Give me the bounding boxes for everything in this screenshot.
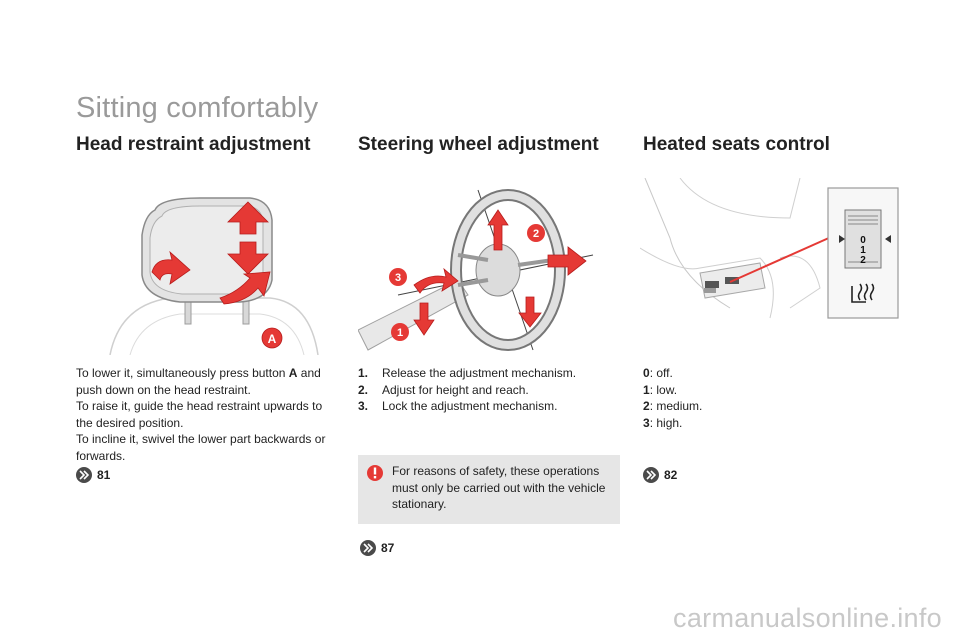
head-restraint-title: Head restraint adjustment xyxy=(76,134,311,155)
dial-label-1: 1 xyxy=(860,245,866,256)
warning-icon xyxy=(367,465,383,481)
level-item: 0: off. xyxy=(643,366,673,380)
book-ref-icon xyxy=(360,540,376,556)
callout-3: 3 xyxy=(395,272,401,284)
level-item: 1: low. xyxy=(643,382,678,397)
head-restraint-illustration: A xyxy=(109,197,319,355)
steering-wheel-illustration: 1 2 3 xyxy=(358,189,594,351)
step-item: 1.Release the adjustment mechanism. xyxy=(358,366,577,380)
callout-2: 2 xyxy=(533,228,539,240)
seat-heat-icon xyxy=(851,283,875,303)
step-item: 2.Adjust for height and reach. xyxy=(358,382,529,397)
steering-wheel-title: Steering wheel adjustment xyxy=(358,134,599,155)
heated-seats-illustration: 0 1 2 xyxy=(640,178,899,319)
heated-seats-title: Heated seats control xyxy=(643,134,830,155)
head-restraint-text: To lower it, simultaneously press button… xyxy=(76,366,326,463)
dial-label-2: 2 xyxy=(860,255,866,266)
callout-1: 1 xyxy=(397,327,403,339)
step-item: 3.Lock the adjustment mechanism. xyxy=(358,399,558,413)
page-ref-81[interactable]: 81 xyxy=(76,467,110,483)
page-ref-87[interactable]: 87 xyxy=(360,540,394,556)
heat-levels: 0: off. 1: low. 2: medium. 3: high. xyxy=(643,365,702,431)
warning-text: For reasons of safety, these operations … xyxy=(392,464,606,511)
safety-warning-box: For reasons of safety, these operations … xyxy=(358,455,620,524)
callout-a: A xyxy=(268,332,277,346)
level-item: 2: medium. xyxy=(643,399,703,413)
page-title: Sitting comfortably xyxy=(76,92,319,124)
book-ref-icon xyxy=(643,467,659,483)
watermark: carmanualsonline.info xyxy=(673,603,942,633)
book-ref-icon xyxy=(76,467,92,483)
page-ref-82[interactable]: 82 xyxy=(643,467,677,483)
level-item: 3: high. xyxy=(643,415,683,430)
steering-steps: 1.Release the adjustment mechanism. 2.Ad… xyxy=(358,365,576,415)
dial-label-0: 0 xyxy=(860,235,866,246)
